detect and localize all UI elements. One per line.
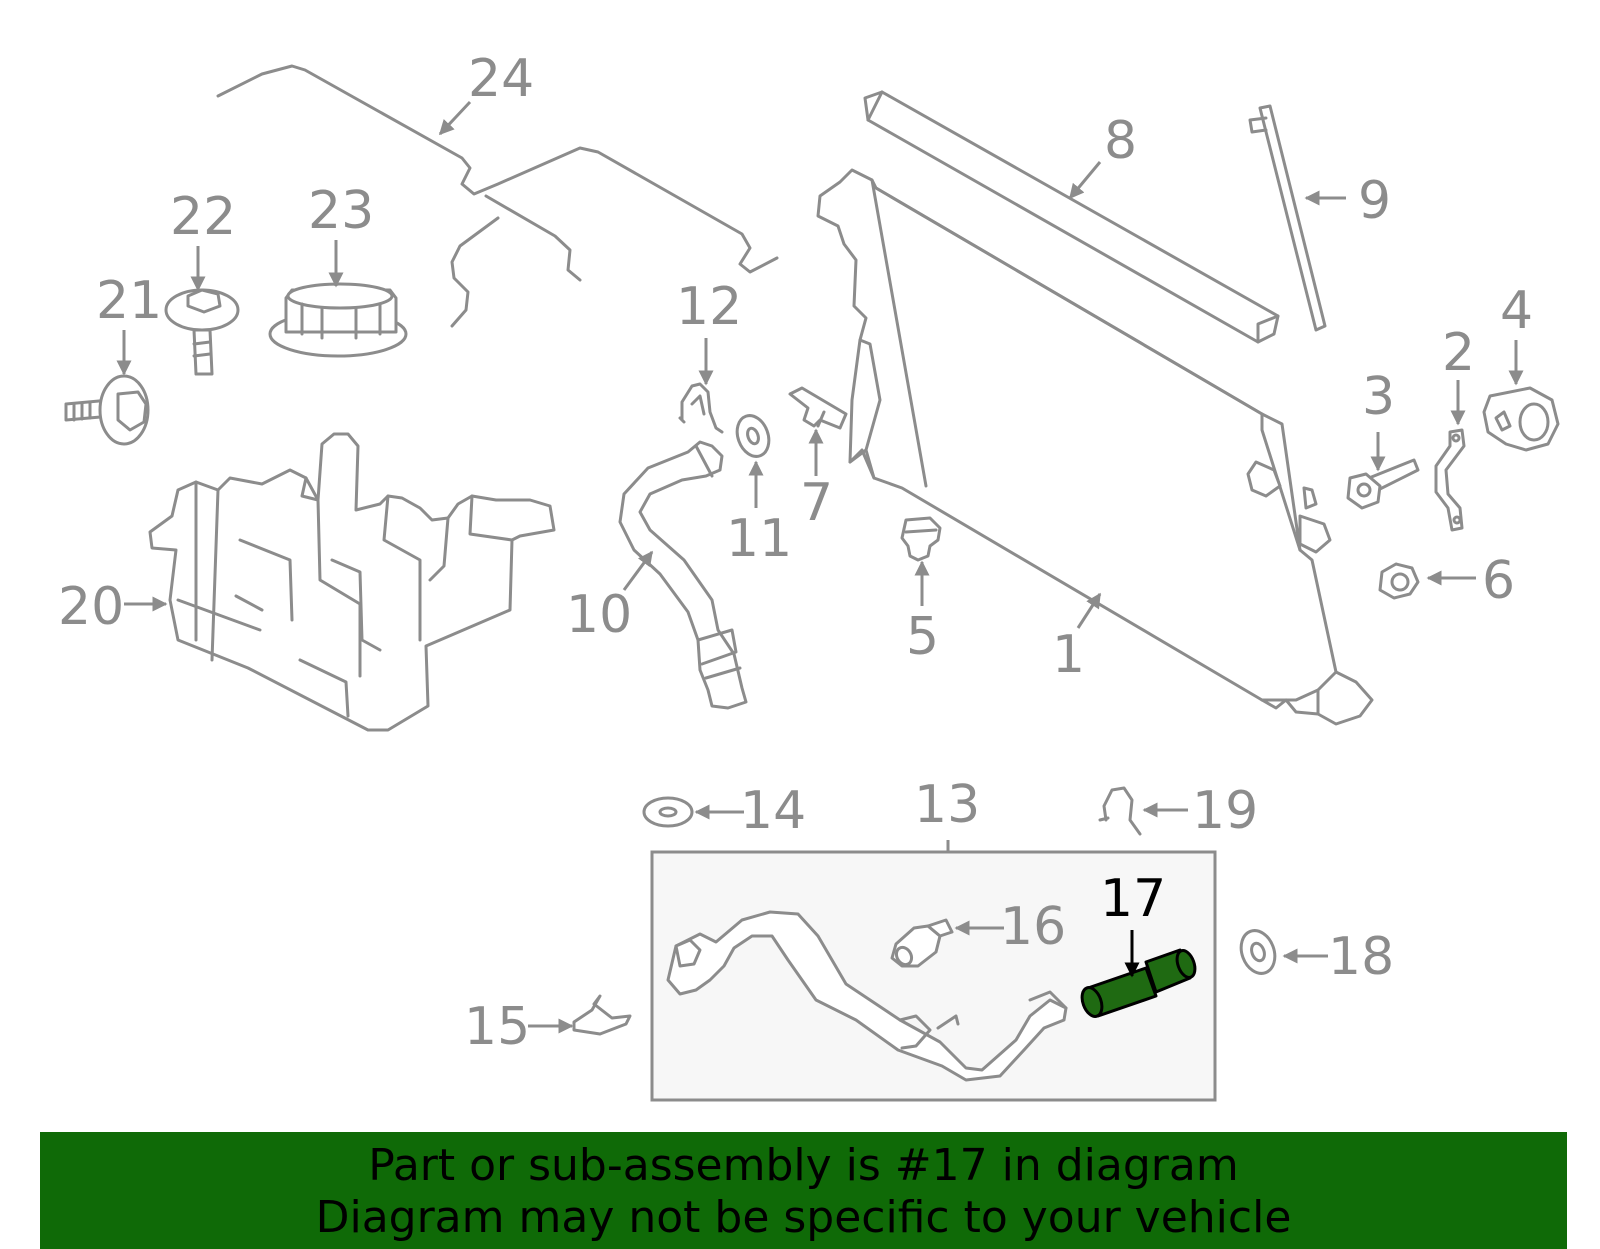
clip-19	[1098, 786, 1142, 836]
bolt-3	[1346, 458, 1420, 510]
valve-7	[788, 386, 848, 430]
banner-line-2: Diagram may not be specific to your vehi…	[315, 1192, 1292, 1243]
callout-23: 23	[308, 181, 374, 241]
washer-14	[642, 796, 694, 828]
rod-9	[1248, 104, 1327, 332]
hose-10	[618, 440, 748, 710]
callout-20: 20	[58, 577, 124, 637]
nut-6	[1378, 562, 1420, 600]
callout-17: 17	[1100, 869, 1166, 929]
callout-labels: 1 2 3 4 5 6 7 8 9 10 11 12 13 14 15 16 1…	[58, 49, 1533, 1057]
grommet-5	[900, 516, 942, 562]
callout-5: 5	[906, 607, 939, 667]
callout-4: 4	[1500, 281, 1533, 341]
callout-7: 7	[800, 473, 833, 533]
leader-lines	[116, 100, 1524, 1034]
callout-21: 21	[96, 271, 162, 331]
hose-assembly-13	[666, 910, 1068, 1082]
bolt-21	[64, 374, 150, 446]
callout-2: 2	[1442, 323, 1475, 383]
callout-15: 15	[464, 997, 530, 1057]
washer-11	[735, 414, 771, 458]
bolt-22	[164, 288, 240, 376]
callout-13: 13	[914, 775, 980, 835]
callout-12: 12	[676, 277, 742, 337]
callout-16: 16	[1000, 897, 1066, 957]
callout-10: 10	[566, 585, 632, 645]
reservoir-20	[148, 432, 556, 732]
callout-8: 8	[1104, 111, 1137, 171]
clip-12	[678, 382, 724, 434]
callout-18: 18	[1328, 927, 1394, 987]
callout-14: 14	[740, 781, 806, 841]
info-banner: Part or sub-assembly is #17 in diagram D…	[40, 1132, 1567, 1249]
callout-19: 19	[1192, 781, 1258, 841]
bracket-2	[1434, 428, 1466, 532]
banner-line-1: Part or sub-assembly is #17 in diagram	[368, 1140, 1239, 1191]
callout-9: 9	[1358, 171, 1391, 231]
radiator-1	[816, 168, 1374, 726]
vent-hose-24	[216, 64, 779, 328]
washer-18	[1239, 929, 1277, 975]
bushing-4	[1482, 386, 1560, 452]
callout-3: 3	[1362, 367, 1395, 427]
callout-1: 1	[1052, 625, 1085, 685]
callout-11: 11	[726, 509, 792, 569]
callout-24: 24	[468, 49, 534, 109]
callout-6: 6	[1482, 551, 1515, 611]
callout-22: 22	[170, 187, 236, 247]
fitting-16	[890, 918, 954, 968]
clip-15	[572, 994, 632, 1036]
seal-bar-8	[863, 90, 1280, 344]
cap-23	[268, 282, 408, 358]
